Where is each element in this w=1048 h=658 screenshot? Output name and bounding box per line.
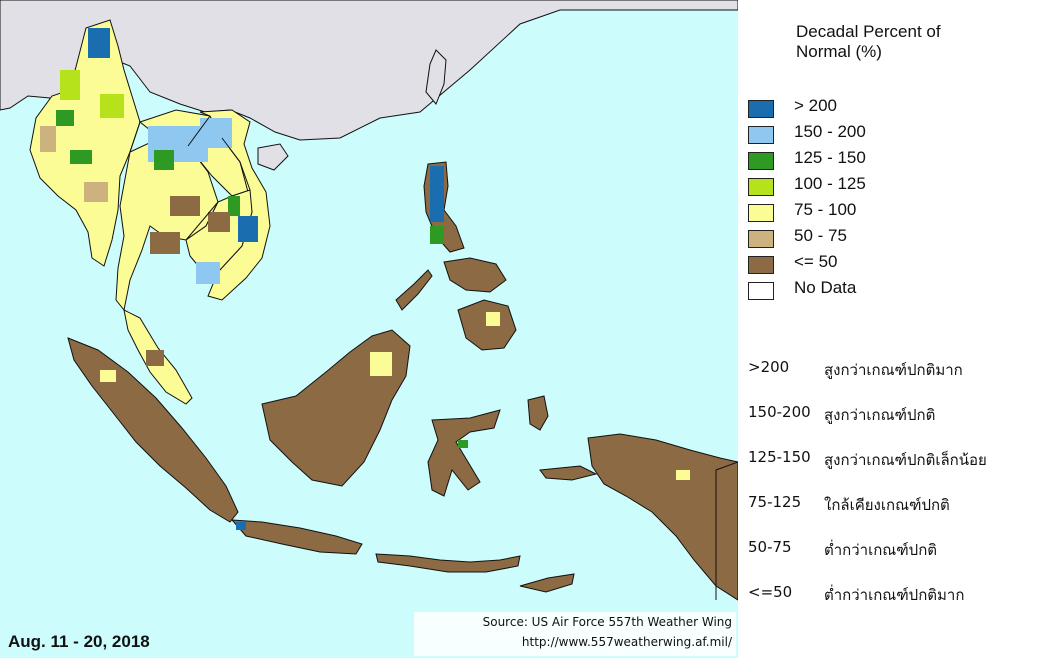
myanmar (29, 19, 141, 267)
hainan (257, 143, 289, 171)
class-range: 125-150 (748, 448, 811, 466)
class-description: ต่ำกว่าเกณฑ์ปกติ (824, 541, 938, 559)
legend-title: Decadal Percent of Normal (%) (796, 22, 941, 61)
legend-swatch (748, 100, 774, 118)
class-description: สูงกว่าเกณฑ์ปกติมาก (824, 361, 963, 379)
legend-swatch (748, 126, 774, 144)
class-range: >200 (748, 358, 790, 376)
legend-swatch (748, 152, 774, 170)
moluccas (527, 395, 549, 431)
legend-label: No Data (794, 278, 857, 297)
legend-label: 150 - 200 (794, 122, 866, 141)
source-url: http://www.557weatherwing.af.mil/ (521, 635, 732, 649)
class-description: สูงกว่าเกณฑ์ปกติเล็กน้อย (824, 451, 987, 469)
legend-label: <= 50 (794, 252, 838, 271)
legend-swatch (748, 230, 774, 248)
sumatra (67, 337, 239, 523)
java (230, 519, 363, 555)
legend-label: 75 - 100 (794, 200, 857, 219)
class-range: 75-125 (748, 493, 802, 511)
sulawesi (427, 409, 501, 497)
legend-label: 50 - 75 (794, 226, 847, 245)
legend: Decadal Percent of Normal (%) > 200 150 -… (748, 0, 1048, 658)
seram (539, 465, 598, 481)
source-box: Source: US Air Force 557th Weather Wing … (414, 612, 736, 656)
timor (519, 573, 575, 593)
legend-swatch (748, 256, 774, 274)
lesser-sunda-islands (375, 553, 521, 573)
taiwan (425, 49, 447, 105)
date-range: Aug. 11 - 20, 2018 (8, 632, 150, 651)
visayas (443, 257, 507, 293)
legend-swatch (748, 178, 774, 196)
class-range: 50-75 (748, 538, 792, 556)
class-range: <=50 (748, 583, 793, 601)
source-text: Source: US Air Force 557th Weather Wing (482, 615, 732, 629)
legend-swatch (748, 204, 774, 222)
rainfall-map (0, 0, 738, 658)
class-range: 150-200 (748, 403, 811, 421)
country-borders (129, 115, 738, 600)
legend-label: 100 - 125 (794, 174, 866, 193)
legend-swatch (748, 282, 774, 300)
class-description: ใกล้เคียงเกณฑ์ปกติ (824, 496, 950, 514)
class-description: สูงกว่าเกณฑ์ปกติ (824, 406, 936, 424)
palawan (395, 269, 433, 311)
legend-label: > 200 (794, 96, 838, 115)
class-description: ต่ำกว่าเกณฑ์ปกติมาก (824, 586, 965, 604)
legend-label: 125 - 150 (794, 148, 866, 167)
